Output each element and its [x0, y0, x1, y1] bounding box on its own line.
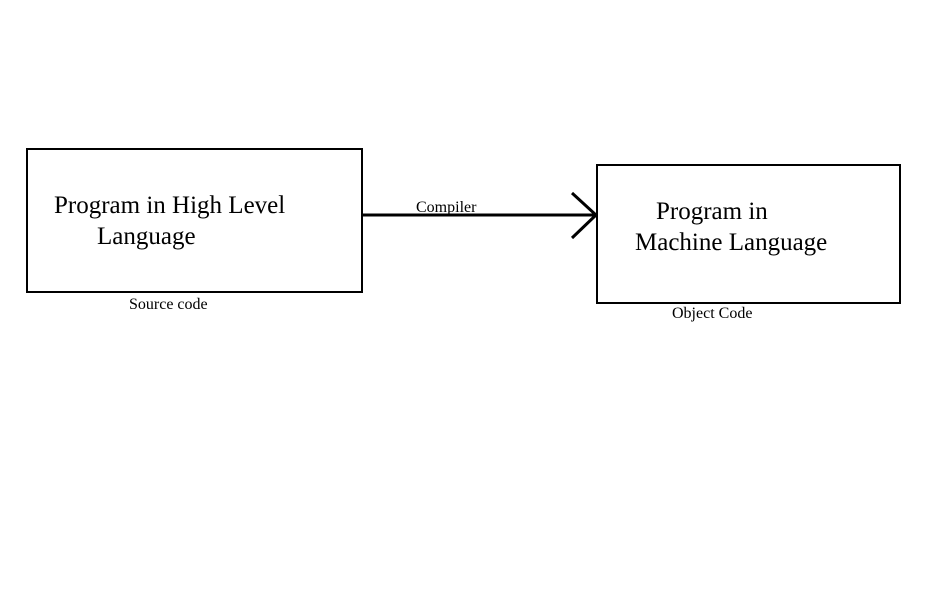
source-box-line2: Language [97, 223, 196, 250]
object-box-line2: Machine Language [635, 229, 828, 256]
object-program-box [596, 164, 901, 304]
source-box-line1: Program in High Level [54, 192, 286, 219]
source-program-box [26, 148, 363, 293]
object-code-caption: Object Code [672, 305, 753, 322]
object-box-line1: Program in [656, 198, 768, 225]
compiler-label: Compiler [416, 199, 477, 216]
source-code-caption: Source code [129, 296, 208, 313]
